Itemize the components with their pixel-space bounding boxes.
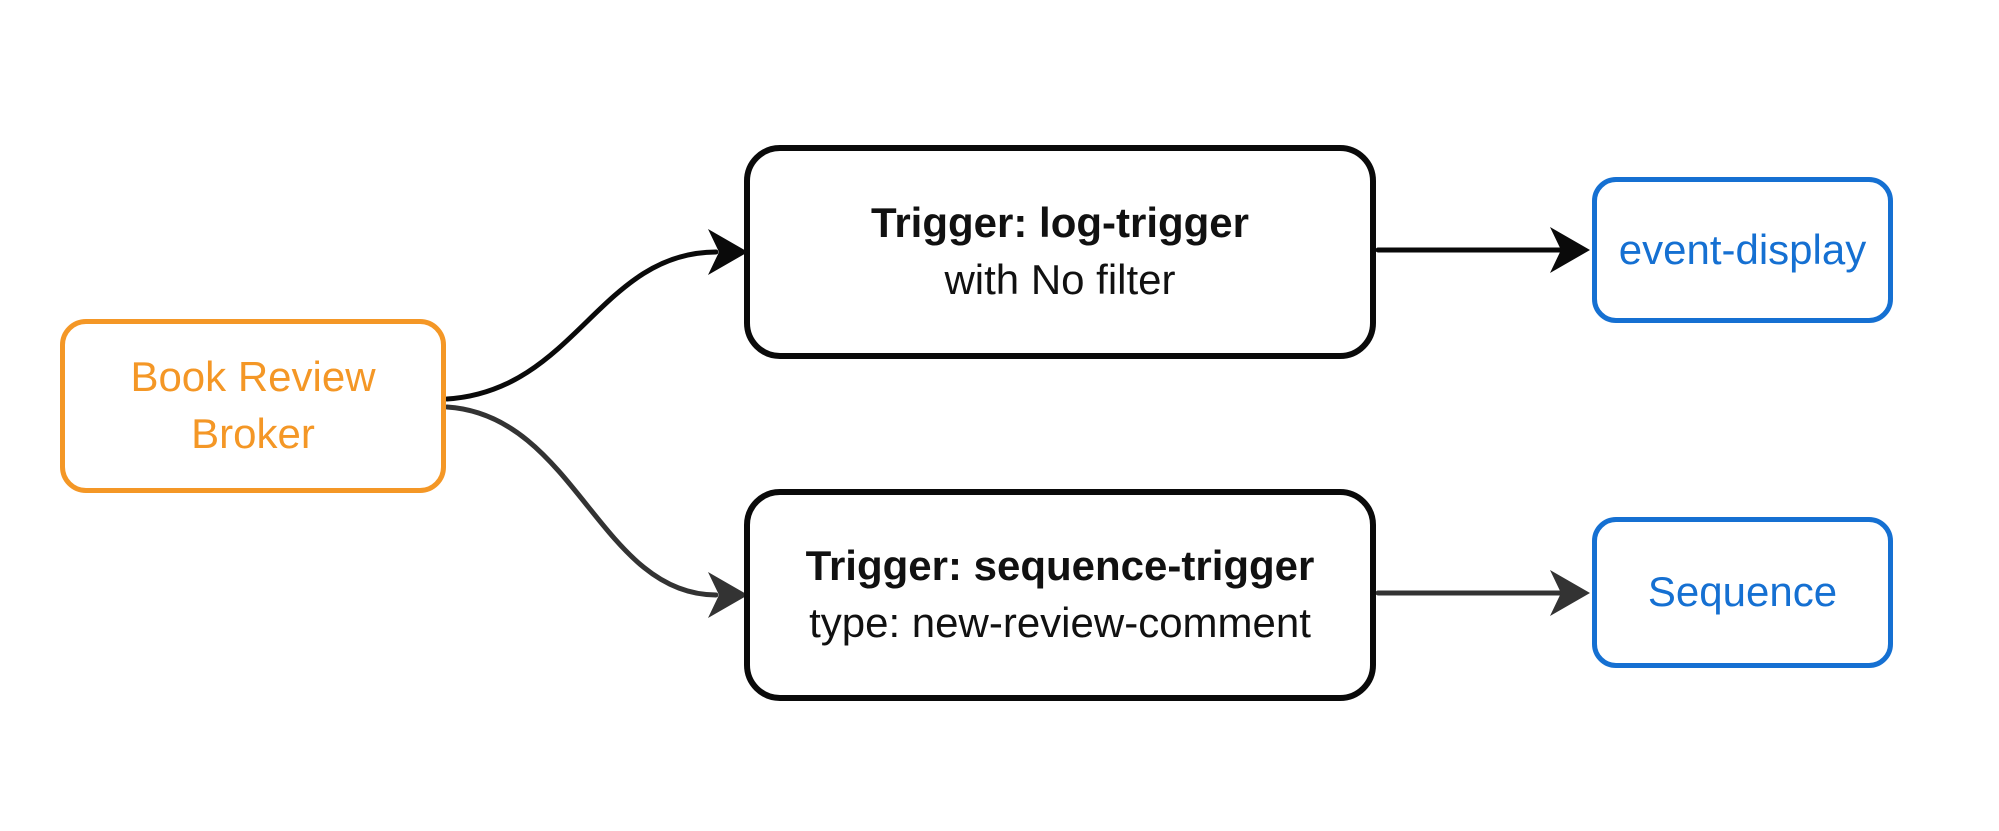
node-trigger-log-title: Trigger: log-trigger <box>871 199 1249 247</box>
edge-sequence-trigger-to-sequence-arrowhead-icon <box>1550 570 1590 616</box>
node-book-review-broker: Book Review Broker <box>60 319 446 493</box>
node-sequence: Sequence <box>1592 517 1893 668</box>
edge-broker-to-log-trigger-arrowhead-icon <box>708 229 748 275</box>
node-trigger-sequence-title: Trigger: sequence-trigger <box>805 542 1315 590</box>
node-book-review-broker-label: Book Review Broker <box>130 353 376 457</box>
node-trigger-log-subtitle: with No filter <box>944 256 1176 303</box>
edge-broker-to-sequence-trigger-arrowhead-icon <box>708 572 748 618</box>
edge-log-trigger-to-event-display-arrowhead-icon <box>1550 227 1590 273</box>
node-trigger-sequence: Trigger: sequence-trigger type: new-revi… <box>744 489 1376 701</box>
node-sequence-label: Sequence <box>1647 568 1838 616</box>
node-event-display-label: event-display <box>1618 225 1867 273</box>
edge-broker-to-log-trigger <box>444 229 748 402</box>
edge-broker-to-sequence-trigger <box>444 404 748 618</box>
node-trigger-log: Trigger: log-trigger with No filter <box>744 145 1376 359</box>
edge-sequence-trigger-to-sequence <box>1375 570 1590 616</box>
edge-log-trigger-to-event-display <box>1375 227 1590 273</box>
edge-broker-to-sequence-trigger-line <box>444 404 719 598</box>
node-trigger-sequence-subtitle: type: new-review-comment <box>809 599 1311 646</box>
edge-broker-to-log-trigger-line <box>444 249 719 402</box>
node-event-display: event-display <box>1592 177 1893 323</box>
